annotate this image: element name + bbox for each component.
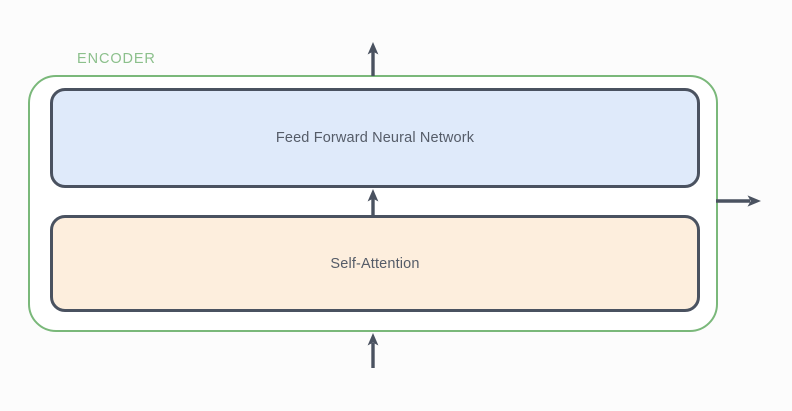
self-attention-label: Self-Attention [330,255,420,272]
feed-forward-neural-network-label: Feed Forward Neural Network [275,130,475,146]
encoder-label: ENCODER [74,50,159,68]
output-arrow-icon [367,42,379,76]
feed-forward-neural-network-block: Feed Forward Neural Network [50,88,700,188]
between-layers-arrow-icon [367,189,379,217]
self-attention-block: Self-Attention [50,215,700,312]
input-arrow-icon [367,333,379,368]
residual-output-arrow-icon [716,195,761,207]
